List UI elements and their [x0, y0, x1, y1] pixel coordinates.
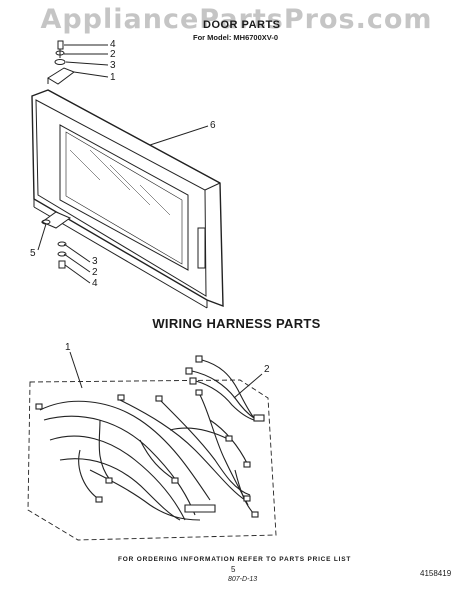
lower-hinge-assembly	[40, 211, 72, 269]
reference-code: 807-D-13	[228, 576, 258, 583]
callout-door-6: 6	[210, 120, 216, 131]
page-number: 5	[231, 565, 236, 574]
callout-harness-1: 1	[65, 342, 71, 353]
callout-lower-4: 4	[92, 278, 98, 289]
main-wiring-harness	[35, 389, 259, 521]
callout-harness-2: 2	[264, 364, 270, 375]
callout-upper-1: 1	[110, 72, 116, 83]
callout-lower-5: 5	[30, 248, 36, 259]
small-wiring-harness	[185, 355, 265, 422]
ordering-note: FOR ORDERING INFORMATION REFER TO PARTS …	[118, 556, 352, 563]
door-panel	[31, 89, 224, 309]
callout-upper-4: 4	[110, 39, 116, 50]
wiring-harness-title: WIRING HARNESS PARTS	[152, 316, 321, 331]
watermark: AppliancePartsPros.com	[40, 4, 433, 35]
door-parts-title: DOOR PARTS	[203, 19, 281, 31]
callout-upper-2: 2	[110, 49, 116, 60]
model-number: For Model: MH6700XV-0	[193, 33, 279, 42]
callout-lower-3: 3	[92, 256, 98, 267]
figure-id: 4158419	[420, 569, 452, 578]
callout-lower-2: 2	[92, 267, 98, 278]
callout-upper-3: 3	[110, 60, 116, 71]
